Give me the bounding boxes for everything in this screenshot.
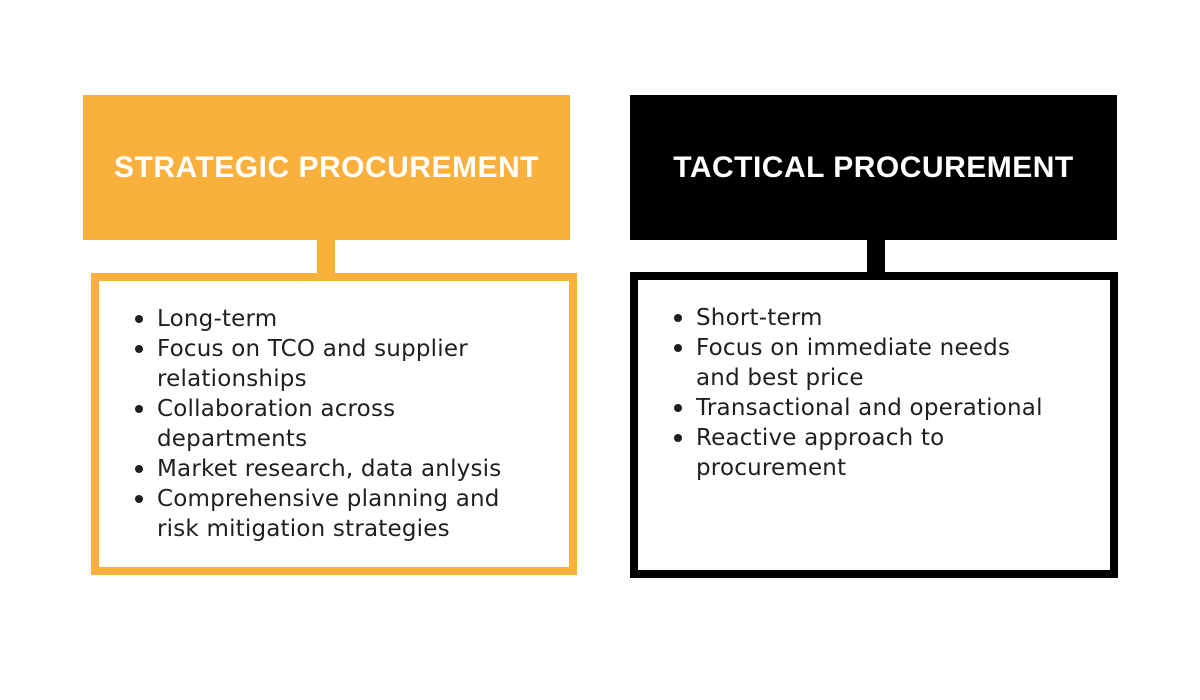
list-item: Focus on immediate needs and best price [638,333,1092,393]
tactical-title: TACTICAL PROCUREMENT [673,150,1074,184]
strategic-header-box: STRATEGIC PROCUREMENT [83,95,570,240]
strategic-title: STRATEGIC PROCUREMENT [114,150,539,184]
list-item: Reactive approach to procurement [638,423,1092,483]
bullet-text: Transactional and operational [696,395,1043,421]
strategic-connector-line [317,240,335,274]
list-item: Long-term [99,304,551,334]
list-item: Market research, data anlysis [99,454,551,484]
tactical-bullet-list: Short-term Focus on immediate needs and … [638,280,1110,483]
list-item: Collaboration across departments [99,394,551,454]
strategic-content-box: Long-term Focus on TCO and supplier rela… [91,273,577,575]
bullet-text: Focus on immediate needs and best price [696,335,1011,391]
bullet-text: Collaboration across departments [157,396,396,452]
bullet-text: Long-term [157,306,278,332]
bullet-text: Comprehensive planning and risk mitigati… [157,486,500,542]
tactical-header-box: TACTICAL PROCUREMENT [630,95,1117,240]
list-item: Short-term [638,303,1092,333]
bullet-text: Focus on TCO and supplier relationships [157,336,468,392]
bullet-text: Short-term [696,305,823,331]
bullet-text: Market research, data anlysis [157,456,502,482]
list-item: Transactional and operational [638,393,1092,423]
strategic-bullet-list: Long-term Focus on TCO and supplier rela… [99,281,569,544]
list-item: Focus on TCO and supplier relationships [99,334,551,394]
bullet-text: Reactive approach to procurement [696,425,945,481]
tactical-connector-line [867,240,885,274]
list-item: Comprehensive planning and risk mitigati… [99,484,551,544]
tactical-content-box: Short-term Focus on immediate needs and … [630,272,1118,578]
